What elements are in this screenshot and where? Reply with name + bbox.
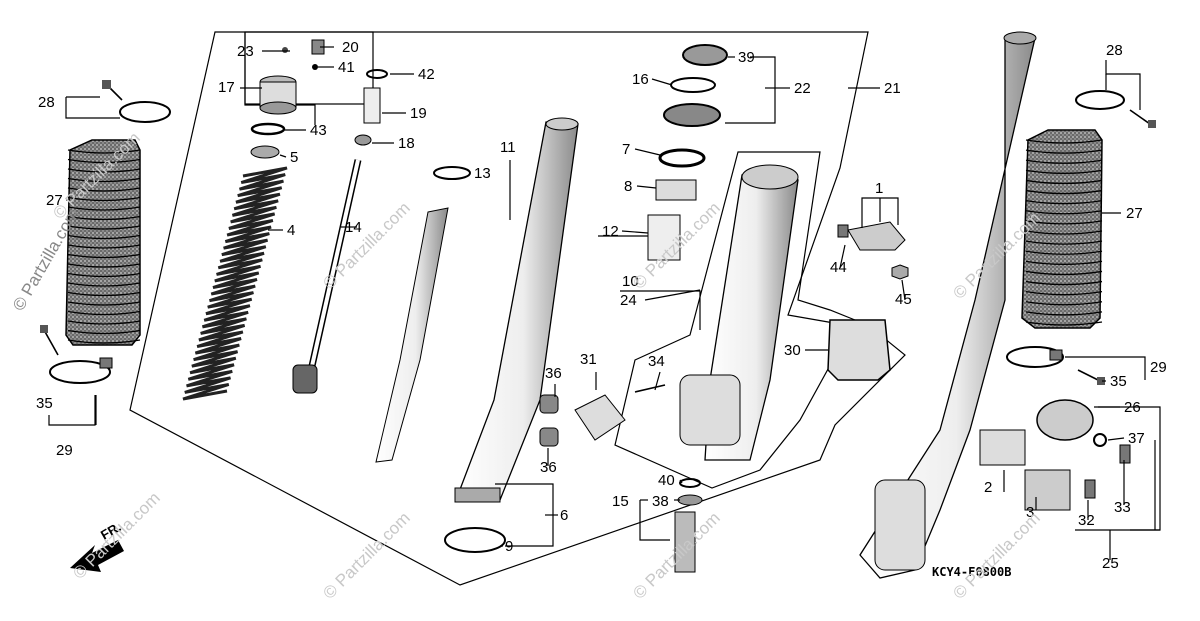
group-outlines [129, 31, 906, 586]
part-label-27b: 27 [1126, 205, 1143, 222]
bracket-leader-12 [495, 483, 554, 515]
fork-assembly-25 [859, 31, 1094, 579]
slider-6 [444, 117, 579, 553]
part-label-29b: 29 [1150, 359, 1167, 376]
part-label-14: 14 [345, 219, 362, 236]
bracket-leader-18 [620, 290, 701, 330]
part-label-2: 2 [984, 479, 992, 496]
part-label-28a: 28 [38, 94, 55, 111]
small-hardware [539, 224, 1131, 573]
part-label-4: 4 [287, 222, 295, 239]
part-label-3: 3 [1026, 504, 1034, 521]
part-label-41: 41 [338, 59, 355, 76]
leader-40 [679, 479, 683, 484]
bracket-leader-0 [65, 97, 120, 119]
part-label-5: 5 [290, 149, 298, 166]
part-label-6: 6 [560, 507, 568, 524]
part-label-34: 34 [648, 353, 665, 370]
part-label-44: 44 [830, 259, 847, 276]
outer-leg-10 [679, 164, 799, 461]
leader-16 [651, 78, 673, 86]
part-label-29a: 29 [56, 442, 73, 459]
part-label-35a: 35 [36, 395, 53, 412]
part-label-24: 24 [620, 292, 637, 309]
part-label-31: 31 [580, 351, 597, 368]
watermark-8: © Partzilla.com [319, 0, 413, 3]
clamps [40, 80, 1156, 385]
part-label-36a: 36 [545, 365, 562, 382]
part-label-22: 22 [794, 80, 811, 97]
bracket-leader-20 [861, 197, 880, 228]
bracket-leader-14 [639, 500, 670, 541]
part-label-37: 37 [1128, 430, 1145, 447]
bracket-leader-22 [839, 244, 846, 269]
part-label-11: 11 [500, 139, 516, 156]
part-label-1: 1 [875, 180, 883, 197]
part-label-12: 12 [602, 223, 619, 240]
bracket-leader-25 [654, 371, 661, 391]
part-label-45: 45 [895, 291, 912, 308]
leader-7 [634, 148, 661, 156]
leader-12 [621, 230, 649, 234]
part-label-20: 20 [342, 39, 359, 56]
part-label-7: 7 [622, 141, 630, 158]
seals [647, 44, 728, 261]
watermark-1: © Partzilla.com [319, 198, 413, 292]
part-label-39: 39 [738, 49, 755, 66]
part-label-35b: 35 [1110, 373, 1127, 390]
boot-27-right [1021, 129, 1103, 329]
spring-4 [182, 166, 288, 401]
bracket-leader-4 [1105, 60, 1141, 110]
part-label-25: 25 [1102, 555, 1119, 572]
part-label-27a: 27 [46, 192, 63, 209]
part-label-36b: 36 [540, 459, 557, 476]
watermark-9: © Partzilla.com [629, 0, 723, 3]
bracket-leader-21 [880, 197, 899, 225]
part-label-33: 33 [1114, 499, 1131, 516]
leader-5 [279, 154, 287, 158]
bracket-leader-2 [48, 395, 96, 426]
fork-cap-17 [250, 39, 388, 159]
part-label-17: 17 [218, 79, 235, 96]
part-label-42: 42 [418, 66, 435, 83]
leader-24 [644, 289, 701, 301]
part-label-16: 16 [632, 71, 649, 88]
part-label-38: 38 [652, 493, 669, 510]
diagram-code: KCY4-F0800B [932, 565, 1011, 579]
part-label-15: 15 [612, 493, 629, 510]
part-label-28b: 28 [1106, 42, 1123, 59]
part-label-9: 9 [505, 538, 513, 555]
watermark-10: © Partzilla.com [949, 0, 1043, 3]
part-label-13: 13 [474, 165, 491, 182]
part-label-21: 21 [884, 80, 901, 97]
bracket-leader-13 [505, 515, 554, 547]
bracket-leader-6 [1065, 356, 1146, 367]
part-label-8: 8 [624, 178, 632, 195]
watermark-7: © Partzilla.com [949, 508, 1043, 602]
bracket-leader-23 [901, 279, 906, 301]
part-label-18: 18 [398, 135, 415, 152]
watermark-5: © Partzilla.com [319, 508, 413, 602]
boot-27-left [65, 139, 141, 346]
part-label-10: 10 [622, 273, 639, 290]
part-label-26: 26 [1124, 399, 1141, 416]
part-label-32: 32 [1078, 512, 1095, 529]
damper-rod-14 [292, 159, 362, 394]
leader-37 [1107, 437, 1125, 441]
part-label-43: 43 [310, 122, 327, 139]
piston-tube-11 [375, 166, 471, 463]
guard-30 [827, 221, 906, 381]
leader-8 [636, 185, 657, 189]
bracket-leader-16 [725, 56, 776, 124]
watermark-4: © Partzilla.com [69, 488, 163, 582]
part-label-40: 40 [658, 472, 675, 489]
watermark-2: © Partzilla.com [629, 198, 723, 292]
part-label-23: 23 [237, 43, 254, 60]
leader-lines [48, 46, 1161, 560]
part-label-30: 30 [784, 342, 801, 359]
part-label-19: 19 [410, 105, 427, 122]
